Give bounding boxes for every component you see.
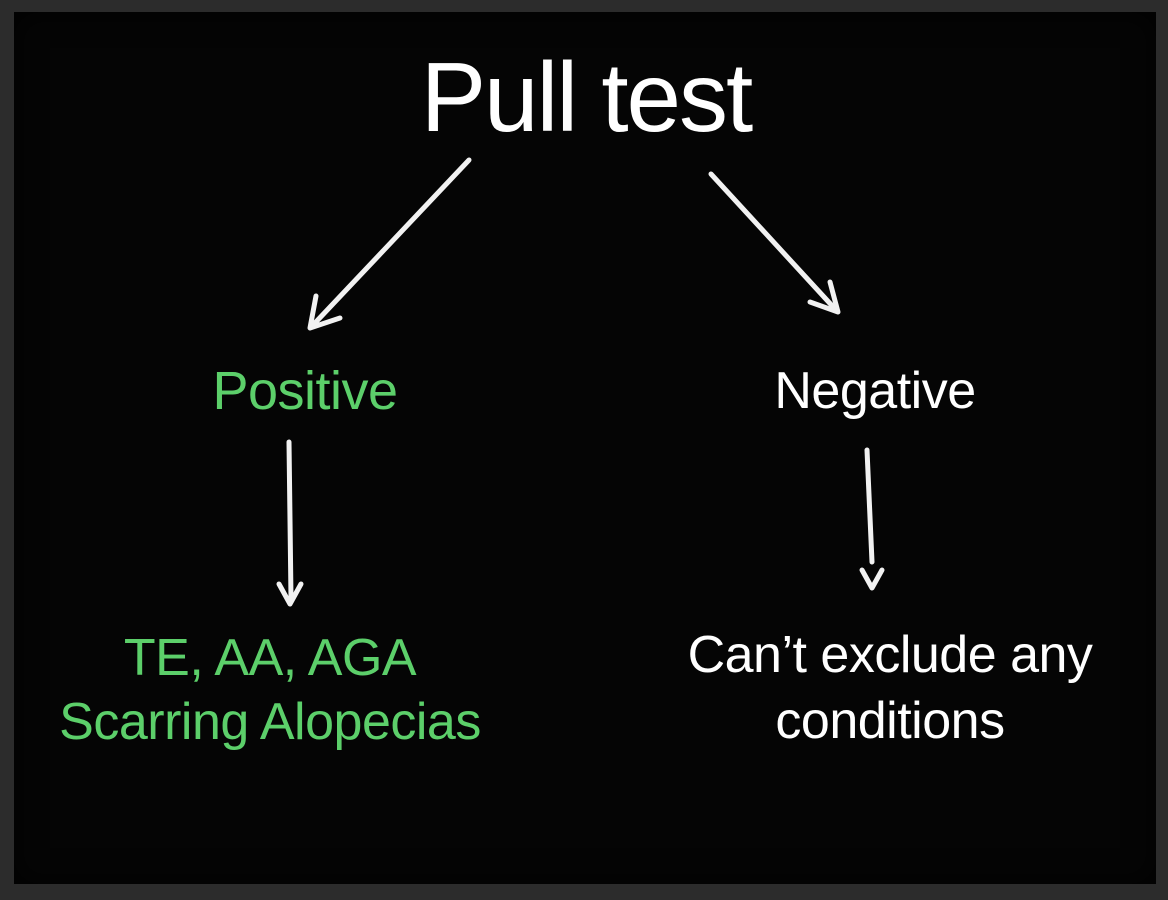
positive-outcome-line-2: Scarring Alopecias	[59, 693, 481, 751]
arrow-negative-to-outcome	[864, 447, 875, 565]
arrowhead-title-to-positive	[307, 293, 343, 331]
slide-canvas	[14, 12, 1156, 884]
diagram-title: Pull test	[420, 42, 754, 152]
arrowhead-positive-to-outcome	[276, 581, 304, 607]
negative-outcome-line-1: Can’t exclude any	[687, 626, 1093, 684]
arrow-title-to-positive	[311, 157, 472, 327]
arrowhead-title-to-negative	[807, 279, 841, 315]
arrow-title-to-negative	[708, 171, 839, 313]
negative-outcome-line-2: conditions	[775, 692, 1005, 750]
negative-node-label: Negative	[774, 362, 976, 420]
arrow-positive-to-outcome	[286, 439, 294, 601]
negative-outcome: Can’t exclude any conditions	[630, 622, 1150, 754]
positive-outcome: TE, AA, AGA Scarring Alopecias	[10, 626, 530, 754]
positive-node-label: Positive	[212, 361, 398, 421]
positive-outcome-line-1: TE, AA, AGA	[123, 629, 417, 687]
arrowhead-negative-to-outcome	[859, 567, 885, 591]
